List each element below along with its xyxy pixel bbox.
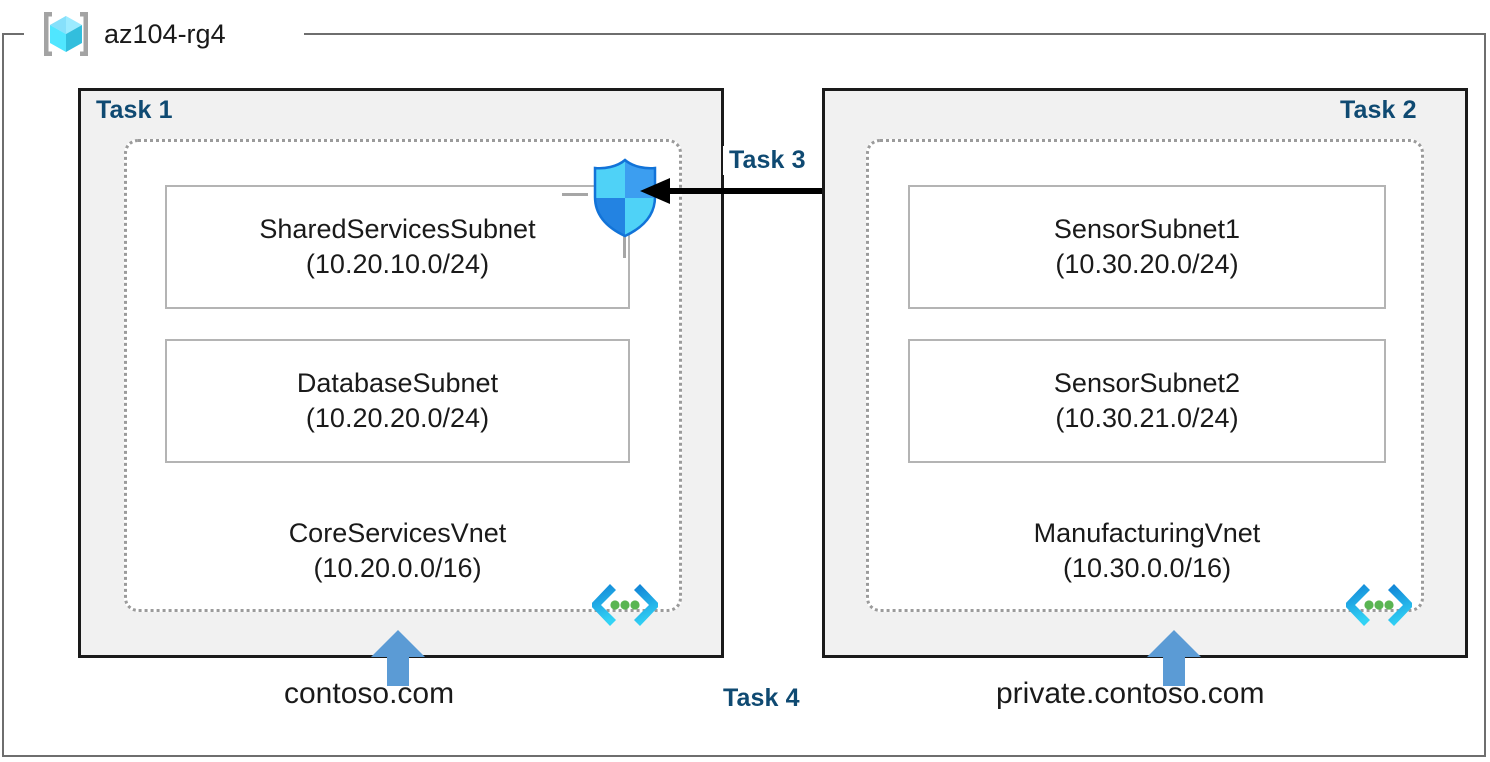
sensor-subnet-2-box: SensorSubnet2 (10.30.21.0/24)	[908, 339, 1386, 463]
resource-group-container	[2, 33, 1486, 757]
resource-group-cube-icon	[38, 8, 94, 60]
subnet-name: SensorSubnet2	[1053, 368, 1241, 399]
vnet-cidr: (10.30.0.0/16)	[1062, 552, 1232, 583]
task-2-label: Task 2	[1340, 96, 1417, 124]
vnet-cidr: (10.20.0.0/16)	[313, 552, 482, 583]
vnet-name: CoreServicesVnet	[288, 518, 507, 548]
manufacturing-dns-label: private.contoso.com	[996, 677, 1265, 710]
vnet-name: ManufacturingVnet	[1033, 518, 1261, 548]
task-4-label: Task 4	[723, 684, 800, 712]
resource-group-name: az104-rg4	[104, 18, 226, 49]
resource-group-header: az104-rg4	[38, 8, 226, 60]
manufacturing-vnet-caption: ManufacturingVnet (10.30.0.0/16)	[908, 516, 1386, 585]
subnet-cidr: (10.20.20.0/24)	[305, 403, 490, 433]
subnet-cidr: (10.30.20.0/24)	[1055, 249, 1239, 279]
subnet-name: DatabaseSubnet	[296, 368, 499, 399]
core-services-vnet-caption: CoreServicesVnet (10.20.0.0/16)	[165, 516, 630, 585]
subnet-cidr: (10.30.21.0/24)	[1055, 403, 1239, 433]
subnet-cidr: (10.20.10.0/24)	[305, 249, 490, 279]
vnet-icon	[1344, 583, 1414, 627]
vnet-icon	[590, 583, 660, 627]
core-services-dns-label: contoso.com	[284, 677, 455, 710]
subnet-name: SensorSubnet1	[1053, 214, 1241, 245]
task-1-label: Task 1	[96, 96, 173, 124]
subnet-name: SharedServicesSubnet	[259, 214, 536, 245]
nsg-connector-bottom	[623, 224, 626, 258]
blue-up-arrow-icon	[371, 630, 425, 686]
nsg-connector-left	[562, 193, 588, 196]
task-3-label: Task 3	[723, 146, 812, 175]
shared-services-subnet-box: SharedServicesSubnet (10.20.10.0/24)	[165, 185, 630, 309]
network-security-group-shield-icon	[586, 157, 664, 239]
blue-up-arrow-icon	[1147, 630, 1201, 686]
sensor-subnet-1-box: SensorSubnet1 (10.30.20.0/24)	[908, 185, 1386, 309]
database-subnet-box: DatabaseSubnet (10.20.20.0/24)	[165, 339, 630, 463]
